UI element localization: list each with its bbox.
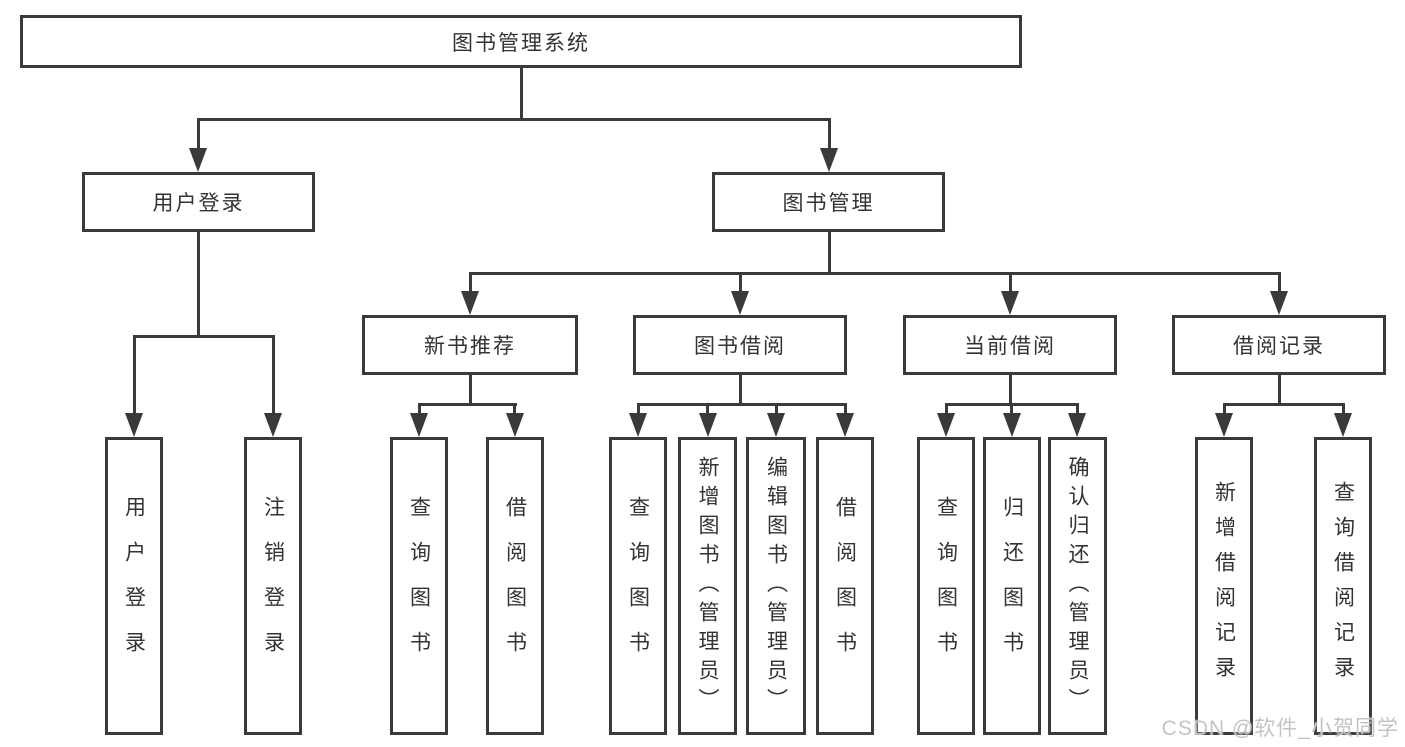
connector-line [739,375,742,405]
node-borrowing-records-label: 借阅记录 [1233,335,1325,358]
connector-line [637,403,640,415]
connector-line [844,403,847,415]
node-root: 图书管理系统 [20,15,1022,68]
leaf-query-books-current: 查询图书 [917,437,975,735]
node-new-book-recommend-label: 新书推荐 [424,335,516,358]
connector-line [133,335,275,338]
arrow-down-icon [1003,413,1021,437]
leaf-add-book-admin: 新增图书（管理员） [678,437,737,735]
leaf-logout-label: 注销登录 [261,496,285,676]
connector-line [1076,403,1079,415]
connector-line [197,232,200,337]
connector-line [469,272,1281,275]
arrow-down-icon [767,413,785,437]
connector-line [637,403,847,406]
connector-line [197,118,831,121]
node-book-borrowing: 图书借阅 [633,315,847,375]
arrow-down-icon [461,291,479,315]
connector-line [513,403,516,415]
connector-line [739,272,742,294]
leaf-query-borrow-record-label: 查询借阅记录 [1331,481,1355,691]
arrow-down-icon [937,413,955,437]
connector-line [706,403,709,415]
arrow-down-icon [1334,413,1352,437]
arrow-down-icon [629,413,647,437]
leaf-borrow-books-borrowing-label: 借阅图书 [833,496,857,676]
arrow-down-icon [820,148,838,172]
node-borrowing-records: 借阅记录 [1172,315,1386,375]
node-user-login: 用户登录 [82,172,315,232]
leaf-user-login-label: 用户登录 [122,496,146,676]
connector-line [828,232,831,274]
arrow-down-icon [699,413,717,437]
connector-line [469,272,472,294]
leaf-borrow-books-recommend-label: 借阅图书 [503,496,527,676]
connector-line [1009,272,1012,294]
arrow-down-icon [125,413,143,437]
connector-line [469,375,472,405]
connector-line [520,68,523,120]
leaf-add-book-admin-label: 新增图书（管理员） [696,455,719,717]
node-book-borrowing-label: 图书借阅 [694,335,786,358]
leaf-query-books-current-label: 查询图书 [934,496,958,676]
node-book-management-label: 图书管理 [782,192,875,215]
arrow-down-icon [1270,291,1288,315]
leaf-add-borrow-record: 新增借阅记录 [1195,437,1253,735]
node-root-label: 图书管理系统 [452,31,590,55]
arrow-down-icon [506,413,524,437]
connector-line [418,403,421,415]
connector-line [1009,375,1012,405]
leaf-query-books-borrowing: 查询图书 [609,437,667,735]
leaf-borrow-books-recommend: 借阅图书 [486,437,544,735]
node-current-borrowing-label: 当前借阅 [964,335,1056,358]
arrow-down-icon [1068,413,1086,437]
connector-line [1278,272,1281,294]
connector-line [775,403,778,415]
node-user-login-label: 用户登录 [152,192,245,215]
leaf-confirm-return-admin-label: 确认归还（管理员） [1066,455,1089,717]
arrow-down-icon [189,148,207,172]
connector-line [828,118,831,152]
connector-line [133,335,136,415]
leaf-query-borrow-record: 查询借阅记录 [1314,437,1372,735]
connector-line [272,335,275,415]
node-new-book-recommend: 新书推荐 [362,315,578,375]
leaf-return-book: 归还图书 [983,437,1041,735]
leaf-add-borrow-record-label: 新增借阅记录 [1212,481,1236,691]
leaf-confirm-return-admin: 确认归还（管理员） [1048,437,1107,735]
connector-line [197,118,200,152]
connector-line [945,403,948,415]
connector-line [1223,403,1226,415]
leaf-query-books-recommend: 查询图书 [390,437,448,735]
leaf-edit-book-admin: 编辑图书（管理员） [746,437,806,735]
connector-line [1223,403,1345,406]
leaf-logout: 注销登录 [244,437,302,735]
arrow-down-icon [264,413,282,437]
leaf-query-books-borrowing-label: 查询图书 [626,496,650,676]
connector-line [1278,375,1281,405]
arrow-down-icon [836,413,854,437]
connector-line [418,403,517,406]
leaf-edit-book-admin-label: 编辑图书（管理员） [764,455,788,717]
leaf-query-books-recommend-label: 查询图书 [407,496,431,676]
node-current-borrowing: 当前借阅 [903,315,1117,375]
connector-line [1010,403,1013,415]
watermark: CSDN @软件_小贺同学 [1161,717,1399,740]
leaf-return-book-label: 归还图书 [1000,496,1024,676]
arrow-down-icon [1215,413,1233,437]
arrow-down-icon [1001,291,1019,315]
arrow-down-icon [410,413,428,437]
connector-line [1342,403,1345,415]
node-book-management: 图书管理 [712,172,945,232]
leaf-user-login: 用户登录 [105,437,163,735]
arrow-down-icon [731,291,749,315]
leaf-borrow-books-borrowing: 借阅图书 [816,437,874,735]
